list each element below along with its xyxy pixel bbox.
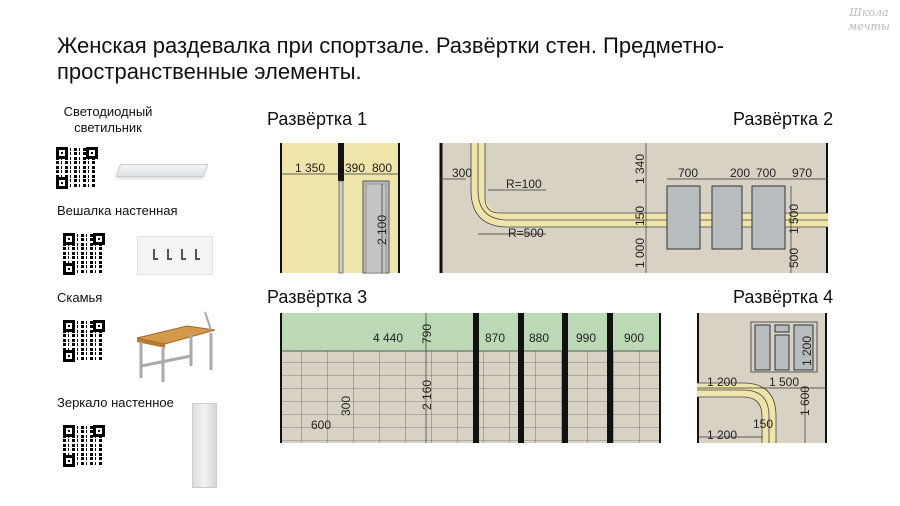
- elevation-1-drawing: 1 350 390 800 2 100: [280, 143, 400, 274]
- elevation-4-drawing: 1 200 1 200 1 500 1 600 1 200 150: [697, 313, 827, 443]
- item-label-bench: Скамья: [57, 290, 103, 305]
- dim-label: 700: [678, 166, 698, 180]
- dim-label: 900: [624, 331, 644, 345]
- qr-code-icon[interactable]: [63, 425, 105, 467]
- logo-line1: Школа: [849, 6, 889, 19]
- elevation-1-title: Развёртка 1: [267, 109, 368, 129]
- dim-label: 300: [339, 396, 353, 416]
- dim-label: 1 200: [707, 375, 737, 389]
- dim-label: 790: [420, 324, 434, 344]
- dim-label: 990: [576, 331, 596, 345]
- elevation-3-drawing: 4 440 790 870 880 990 900 2 160 300 600: [280, 313, 661, 443]
- led-lamp-image: [115, 164, 209, 177]
- dim-label: R=100: [506, 177, 542, 191]
- item-label-hanger: Вешалка настенная: [57, 203, 178, 218]
- dim-label: 800: [372, 161, 392, 175]
- dim-label: 700: [756, 166, 776, 180]
- dim-label: 970: [792, 166, 812, 180]
- dim-label: 2 100: [375, 215, 389, 245]
- dim-label: 1 340: [633, 154, 647, 184]
- wall-hanger-image: [137, 236, 213, 275]
- elevation-3-title: Развёртка 3: [267, 287, 368, 307]
- dim-label: 150: [753, 417, 773, 431]
- item-label-lamp: Светодиодный светильник: [63, 104, 153, 135]
- wall-mirror-image: [192, 403, 217, 488]
- elevation-2-drawing: 300 R=100 R=500 1 340 150 1 000 700 200 …: [439, 143, 828, 273]
- qr-code-icon[interactable]: [56, 147, 98, 189]
- dim-label: 300: [452, 166, 472, 180]
- dim-label: 200: [730, 166, 750, 180]
- item-label-mirror: Зеркало настенное: [57, 395, 174, 410]
- dim-label: 1 600: [798, 386, 812, 416]
- bench-image: [136, 311, 216, 382]
- dim-label: 1 200: [707, 428, 737, 442]
- dim-label: 1 500: [769, 375, 799, 389]
- school-logo: Школа мечты: [848, 6, 890, 34]
- dim-label: 4 440: [373, 331, 403, 345]
- qr-code-icon[interactable]: [63, 320, 105, 362]
- dim-label: 1 200: [800, 336, 814, 366]
- dim-label: 870: [485, 331, 505, 345]
- dim-label: 600: [311, 418, 331, 432]
- dim-label: 880: [529, 331, 549, 345]
- page-title: Женская раздевалка при спортзале. Развёр…: [57, 33, 725, 84]
- dim-label: 1 350: [295, 161, 325, 175]
- qr-code-icon[interactable]: [63, 233, 105, 275]
- dim-label: 2 160: [420, 380, 434, 410]
- dim-label: 150: [633, 206, 647, 226]
- dim-label: 1 000: [633, 238, 647, 268]
- dim-label: 390: [345, 161, 365, 175]
- elevation-4-title: Развёртка 4: [733, 287, 834, 307]
- logo-line2: мечты: [848, 20, 890, 33]
- dim-label: 1 500: [787, 204, 801, 234]
- elevation-2-title: Развёртка 2: [733, 109, 834, 129]
- dim-label: 500: [787, 248, 801, 268]
- dim-label: R=500: [508, 226, 544, 240]
